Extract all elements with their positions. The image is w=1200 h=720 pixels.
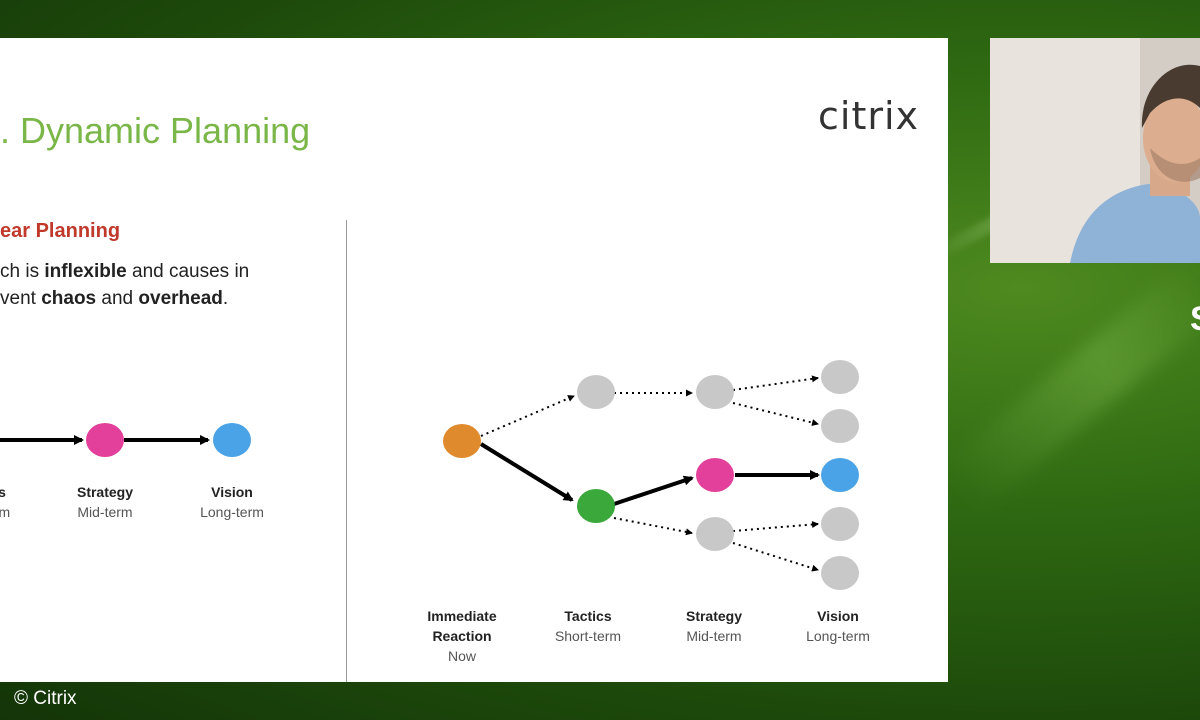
presenter-video-icon <box>990 38 1200 263</box>
branch-strategy-vision-2 <box>732 402 819 426</box>
linear-planning-text: ch is inflexible and causes in vent chao… <box>0 261 250 309</box>
path-tactics-strategy <box>613 475 694 506</box>
tactic-option-node <box>577 375 615 409</box>
vision-option-node <box>821 360 859 394</box>
vision-option-node <box>821 409 859 443</box>
vision-node <box>821 458 859 492</box>
tactics-label: Tactics Short-term <box>554 608 622 644</box>
presentation-slide: citrix . Dynamic Planning ear Planning c… <box>0 38 948 682</box>
copyright-footer: © Citrix <box>14 688 77 709</box>
branch-tactic-strategy-bottom <box>613 517 693 536</box>
linear-tactics-label: s rm <box>0 484 11 520</box>
branch-strategy-vision-1 <box>732 375 819 391</box>
tactics-node <box>577 489 615 523</box>
strategy-option-node <box>696 517 734 551</box>
vision-label: Vision Long-term <box>806 608 870 644</box>
linear-strategy-node <box>86 423 124 457</box>
branch-strategy-vision-5 <box>732 542 819 572</box>
edge-text: S <box>1190 300 1200 339</box>
strategy-node <box>696 458 734 492</box>
immediate-reaction-label: Immediate Reaction Now <box>427 608 497 664</box>
path-immediate-tactics <box>479 442 574 502</box>
vision-option-node <box>821 556 859 590</box>
linear-planning-heading: ear Planning <box>0 220 121 242</box>
planning-diagram <box>0 360 859 590</box>
vision-option-node <box>821 507 859 541</box>
column-divider <box>346 220 347 682</box>
presenter-webcam <box>990 38 1200 263</box>
branch-immediate-tactic-top <box>480 395 575 437</box>
strategy-label: Strategy Mid-term <box>685 608 743 644</box>
strategy-option-node <box>696 375 734 409</box>
branch-strategy-vision-4 <box>732 521 819 532</box>
background-light-glow <box>940 261 1200 513</box>
slide-title: . Dynamic Planning <box>0 110 311 151</box>
linear-vision-node <box>213 423 251 457</box>
linear-strategy-label: Strategy Mid-term <box>76 484 134 520</box>
citrix-logo: citrix <box>818 94 920 138</box>
linear-vision-label: Vision Long-term <box>200 484 264 520</box>
immediate-reaction-node <box>443 424 481 458</box>
